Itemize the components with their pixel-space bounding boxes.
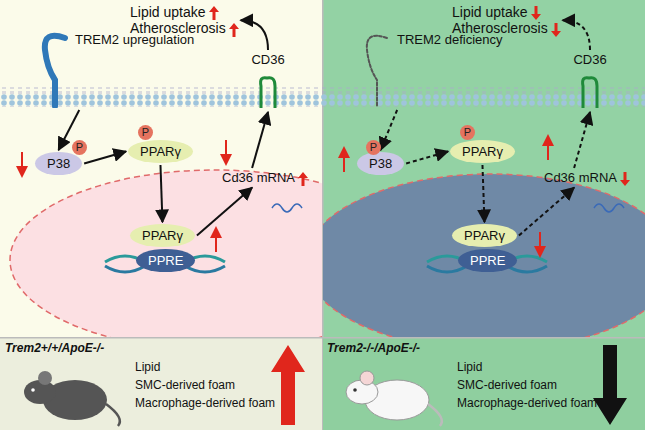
- text-node: Cd36 mRNA: [222, 170, 308, 186]
- text-row: Lipid uptake: [452, 4, 561, 20]
- cd36-receptor: [575, 74, 605, 108]
- flow-arrow: [381, 110, 398, 150]
- text-row: Cd36 mRNA: [222, 170, 308, 186]
- text-node: Cd36 mRNA: [544, 170, 630, 186]
- red-arrow-icon: [531, 6, 541, 20]
- molecule-ellipse: PPARγ: [130, 224, 195, 247]
- label-text: Lipid: [135, 360, 160, 374]
- receptor-node: CD36: [570, 52, 610, 110]
- node-text: CD36: [573, 52, 606, 67]
- node-text: PPARγ: [462, 144, 503, 159]
- molecule-ellipse: PPARγ: [128, 140, 193, 163]
- flow-arrow: [563, 20, 590, 50]
- molecule-ellipse: PPRE: [136, 249, 195, 272]
- phospho-label: P: [366, 140, 381, 155]
- cd36-receptor: [253, 74, 283, 108]
- node-text: TREM2 deficiency: [397, 32, 502, 47]
- red-arrow-icon: [551, 23, 561, 37]
- label-text: Trem2+/+/ApoE-/-: [5, 341, 104, 355]
- flow-arrow: [482, 165, 484, 222]
- trem2-receptor: [357, 28, 397, 108]
- red-arrow-icon: [209, 6, 219, 20]
- flow-arrow: [574, 112, 590, 168]
- trem2-receptor: [35, 28, 75, 108]
- node-text: TREM2 upregulation: [75, 32, 194, 47]
- flow-arrow: [241, 20, 268, 50]
- flow-arrow: [160, 165, 162, 222]
- molecule-ellipse: PPARγ: [452, 224, 517, 247]
- molecule-ellipse: PPRE: [458, 249, 517, 272]
- text-row: Cd36 mRNA: [544, 170, 630, 186]
- label-text: Lipid: [457, 360, 482, 374]
- node-text: PPRE: [148, 253, 183, 268]
- receptor-node: TREM2 deficiency: [352, 28, 502, 108]
- molecule-ellipse: P38: [35, 152, 82, 175]
- node-text: PPARγ: [142, 228, 183, 243]
- node-text: PPARγ: [464, 228, 505, 243]
- node-text: CD36: [251, 52, 284, 67]
- label-text: SMC-derived foam: [135, 378, 235, 392]
- label-text: Macrophage-derived foam: [135, 396, 275, 410]
- phospho-label: P: [72, 140, 87, 155]
- label-text: Macrophage-derived foam: [457, 396, 597, 410]
- label-text: Trem2-/-/ApoE-/-: [327, 341, 420, 355]
- phospho-label: P: [460, 125, 475, 140]
- text-node: Lipid uptakeAtherosclerosis: [130, 4, 239, 37]
- node-text: P38: [47, 156, 70, 171]
- node-text: PPRE: [470, 253, 505, 268]
- flow-arrow: [406, 152, 448, 164]
- receptor-node: CD36: [248, 52, 288, 110]
- flow-arrow: [519, 188, 574, 236]
- text-row: Lipid uptake: [130, 4, 239, 20]
- node-text: P38: [369, 156, 392, 171]
- node-text: Lipid uptake: [452, 4, 528, 20]
- red-arrow-icon: [620, 172, 630, 186]
- red-arrow-icon: [298, 172, 308, 186]
- node-text: PPARγ: [140, 144, 181, 159]
- text-node: Lipid uptakeAtherosclerosis: [452, 4, 561, 37]
- node-text: Cd36 mRNA: [544, 170, 617, 185]
- flow-arrow: [252, 112, 268, 168]
- flow-arrow: [84, 152, 126, 164]
- molecule-ellipse: PPARγ: [450, 140, 515, 163]
- flow-arrow: [197, 188, 252, 236]
- node-text: Cd36 mRNA: [222, 170, 295, 185]
- node-text: Lipid uptake: [130, 4, 206, 20]
- receptor-node: TREM2 upregulation: [30, 28, 194, 108]
- phospho-label: P: [138, 125, 153, 140]
- molecule-ellipse: P38: [357, 152, 404, 175]
- red-arrow-icon: [229, 23, 239, 37]
- label-text: SMC-derived foam: [457, 378, 557, 392]
